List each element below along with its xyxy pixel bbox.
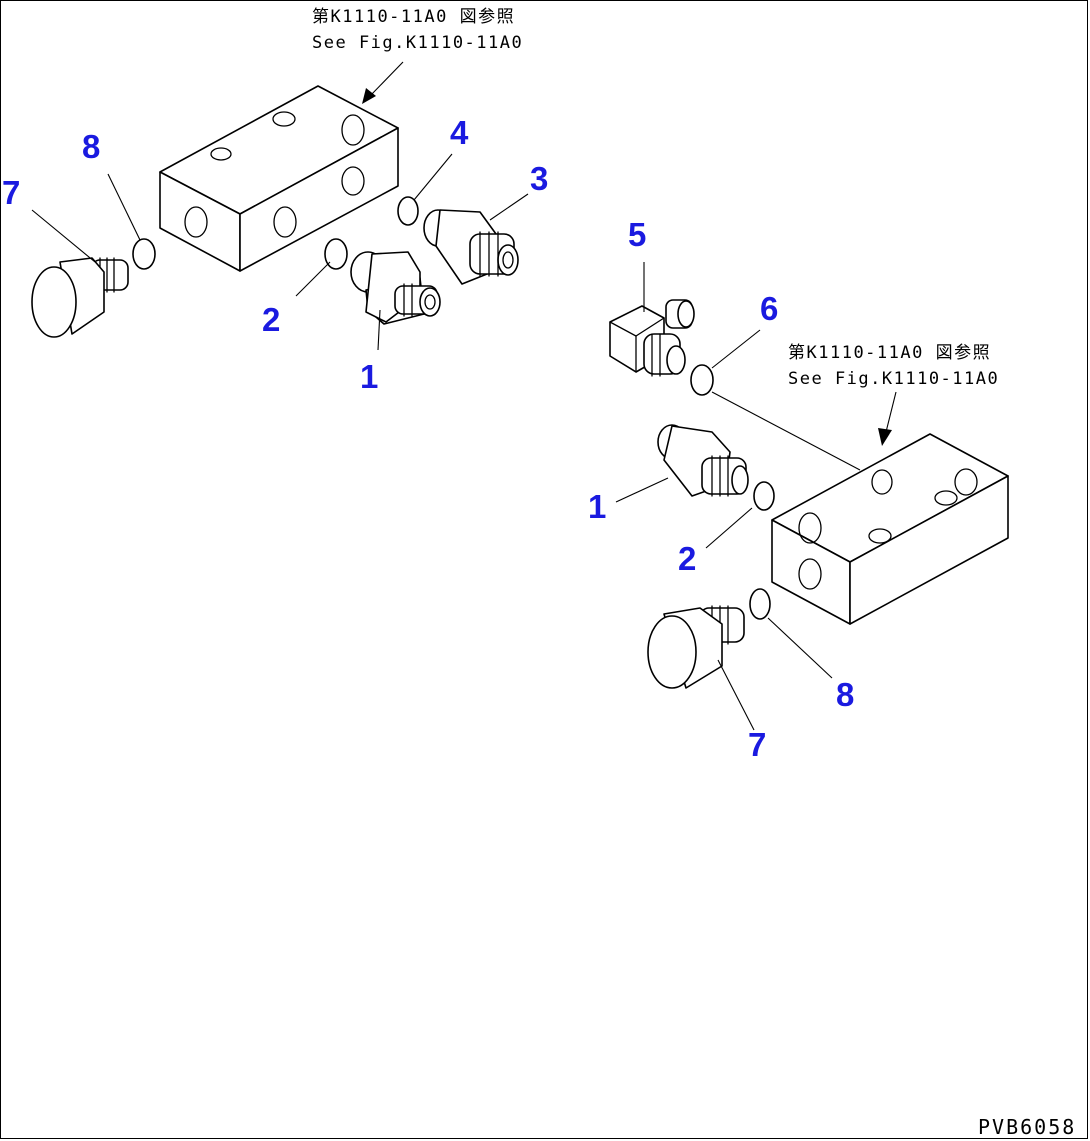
ref-arrow-top: [362, 61, 404, 104]
ref-text-top-jp: 第K1110-11A0 図参照: [312, 7, 515, 27]
callout-6: 6: [760, 290, 778, 327]
elbow-part-5: [609, 299, 695, 377]
o-ring-part-2-right: [753, 481, 775, 511]
o-ring-part-2-left: [324, 238, 348, 270]
fitting-part-1-right: [657, 424, 749, 497]
valve-block-right: [771, 433, 1009, 625]
callout-1-left: 1: [360, 358, 378, 395]
plug-part-7-left: [31, 257, 129, 338]
fitting-part-1-left: [350, 251, 441, 325]
callout-8-left: 8: [82, 128, 100, 165]
callout-1-right: 1: [588, 488, 606, 525]
fitting-part-3: [423, 209, 519, 285]
leaders-left: [31, 153, 529, 351]
callout-8-right: 8: [836, 676, 854, 713]
o-ring-part-8-left: [132, 238, 156, 270]
callout-5: 5: [628, 216, 646, 253]
ref-text-right-en: See Fig.K1110-11A0: [788, 369, 999, 389]
callout-2-left: 2: [262, 301, 280, 338]
plug-part-7-right: [647, 605, 745, 689]
ref-text-top-en: See Fig.K1110-11A0: [312, 33, 523, 53]
leaders-right: [615, 262, 861, 731]
o-ring-part-6: [690, 364, 714, 396]
callout-4: 4: [450, 114, 469, 151]
valve-block-left: [159, 85, 399, 272]
callout-7-left: 7: [2, 174, 20, 211]
o-ring-part-8-right: [749, 588, 771, 620]
drawing-code: PVB6058: [978, 1115, 1076, 1139]
callout-2-right: 2: [678, 540, 696, 577]
ref-text-right-jp: 第K1110-11A0 図参照: [788, 343, 991, 363]
o-ring-part-4: [397, 196, 419, 226]
callout-7-right: 7: [748, 726, 766, 763]
ref-arrow-right: [878, 391, 897, 446]
callout-3: 3: [530, 160, 548, 197]
